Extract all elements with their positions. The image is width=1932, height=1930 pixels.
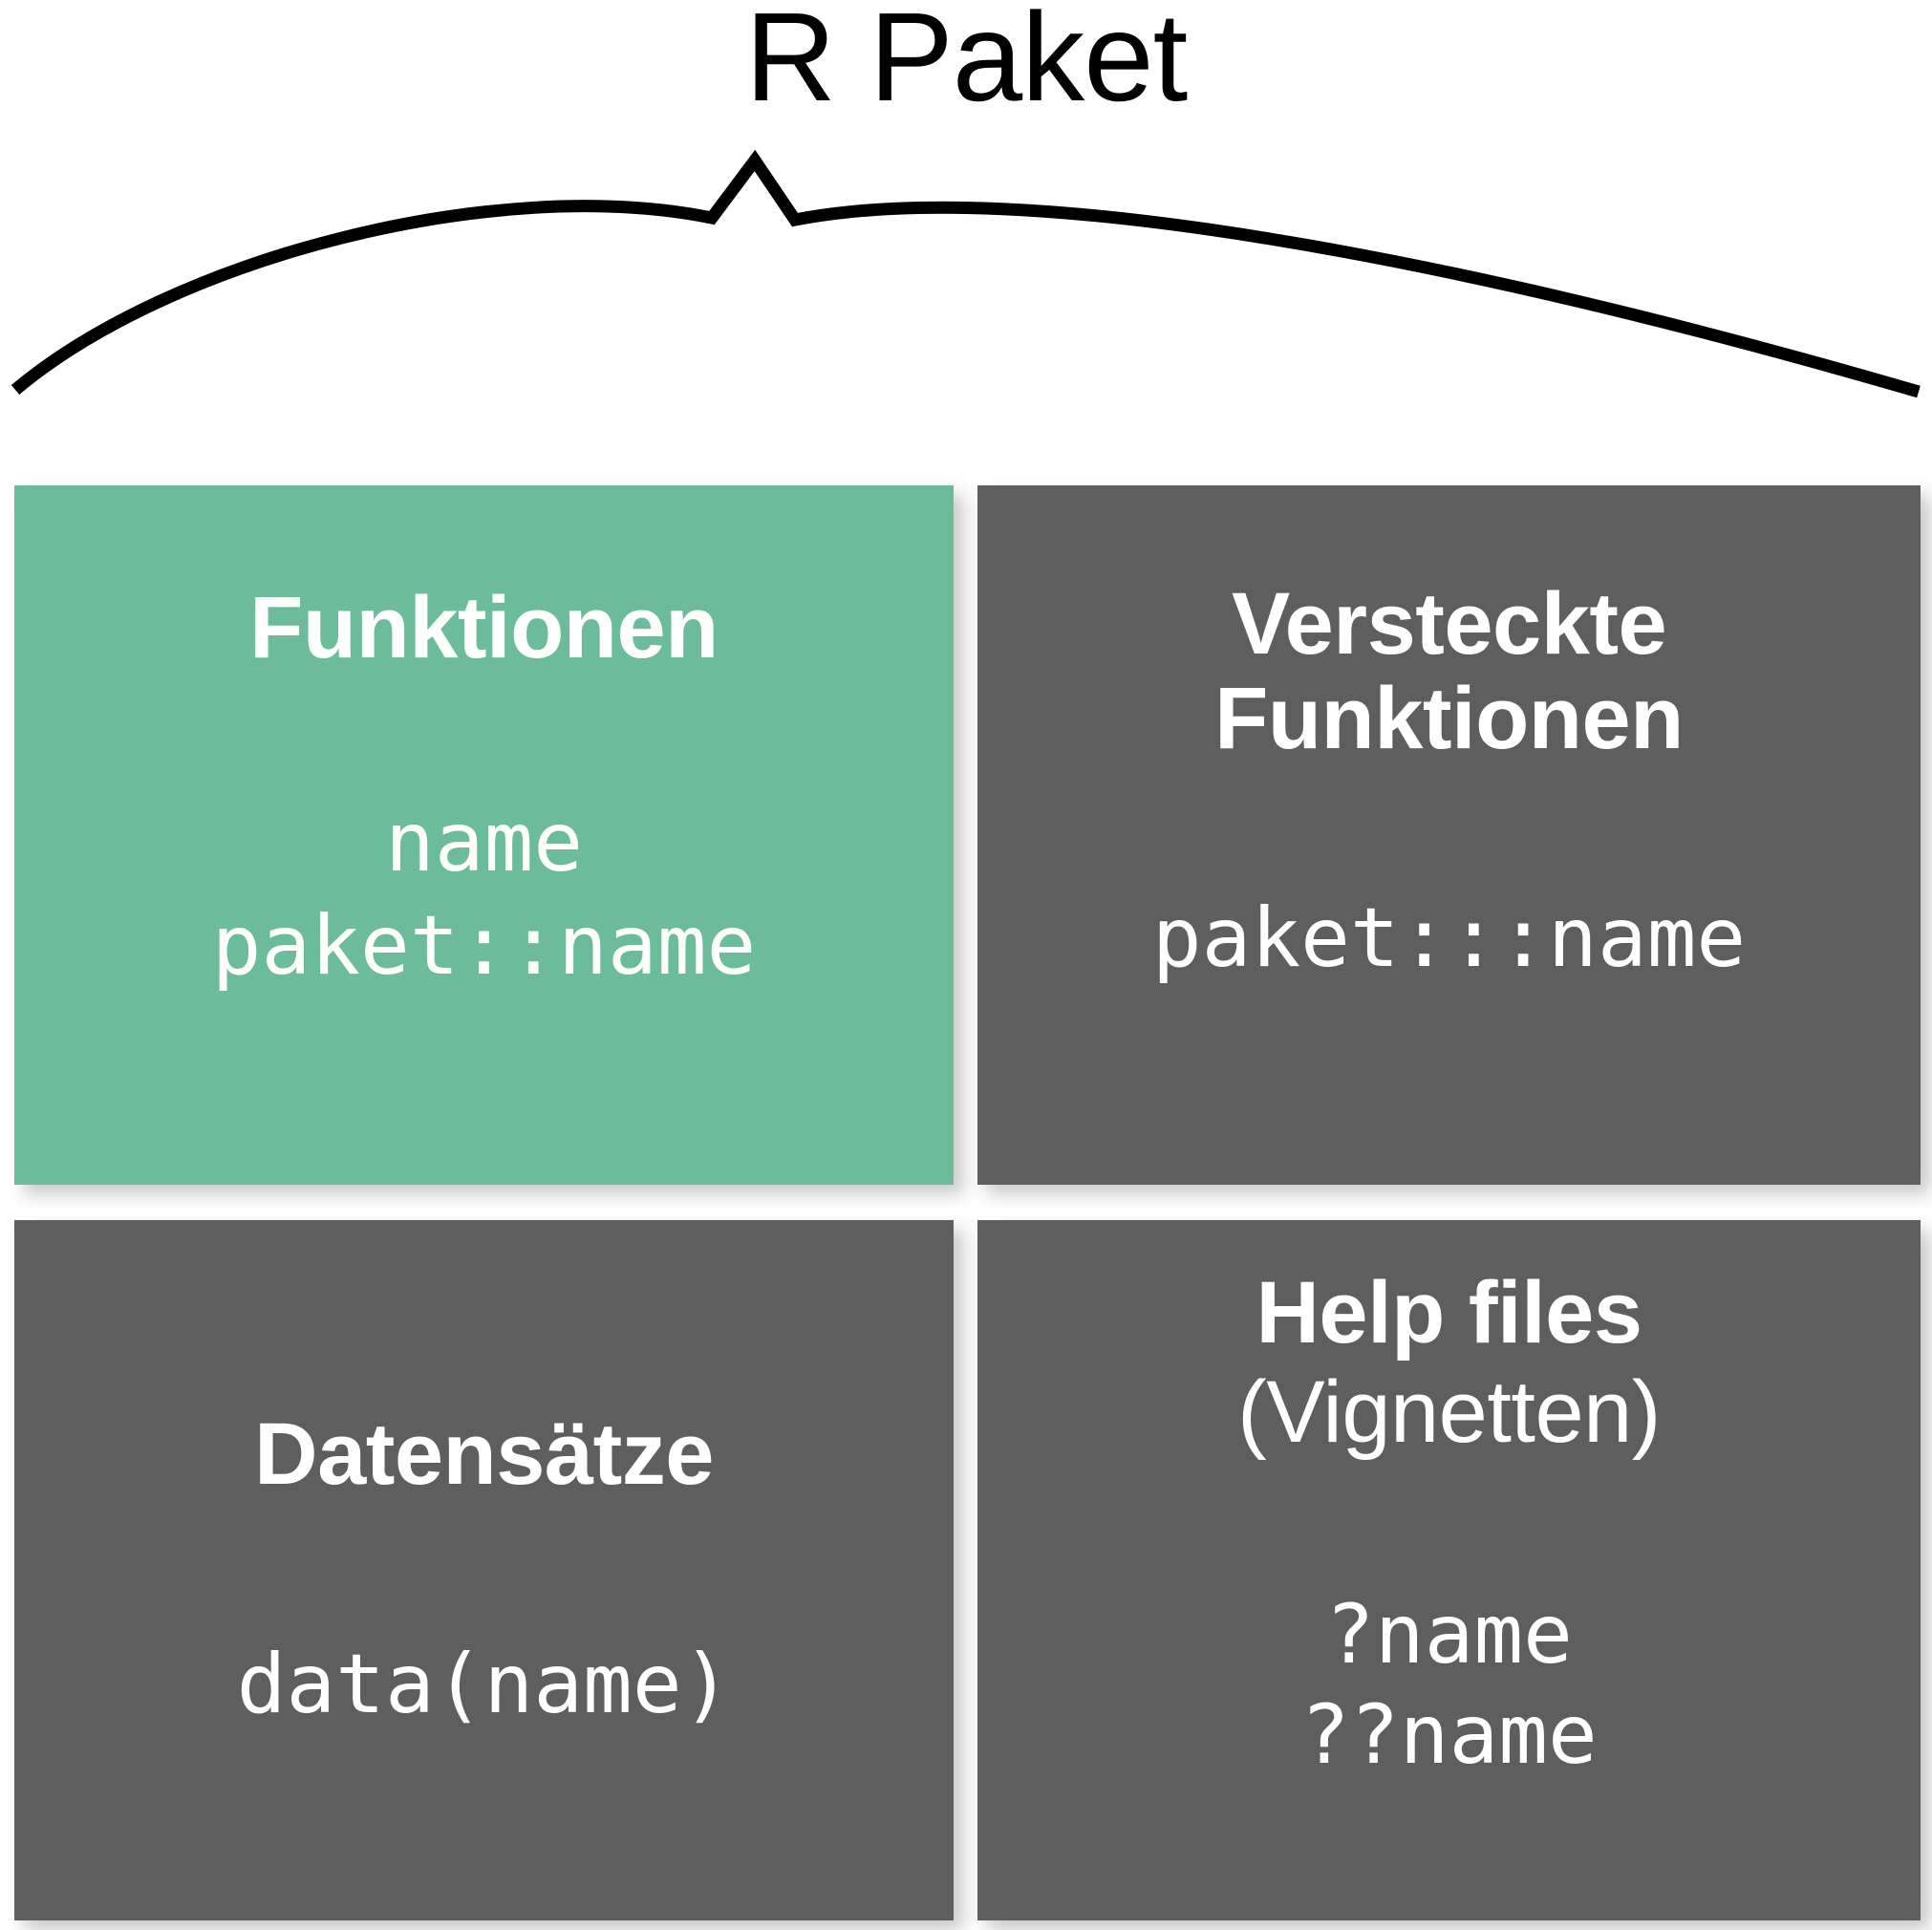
box-datensaetze-heading: Datensätze — [254, 1405, 714, 1503]
box-help-files-code: ?name ??name — [1300, 1587, 1598, 1783]
box-datensaetze-code: data(name) — [236, 1637, 732, 1732]
box-funktionen-heading: Funktionen — [249, 579, 719, 676]
curly-brace-icon — [11, 149, 1921, 398]
box-funktionen[interactable]: Funktionen name paket::name — [14, 485, 954, 1185]
box-versteckte-funktionen[interactable]: Versteckte Funktionen paket:::name — [977, 485, 1921, 1185]
box-versteckte-funktionen-heading: Versteckte Funktionen — [1214, 575, 1684, 768]
box-versteckte-funktionen-code: paket:::name — [1151, 890, 1747, 986]
brace-path — [11, 149, 1921, 398]
box-datensaetze[interactable]: Datensätze data(name) — [14, 1220, 954, 1920]
box-funktionen-code: name paket::name — [211, 795, 757, 995]
box-help-files-heading: Help files — [1256, 1264, 1642, 1362]
page-title: R Paket — [744, 0, 1189, 127]
box-help-files[interactable]: Help files (Vignetten) ?name ??name — [977, 1220, 1921, 1920]
box-help-files-subheading: (Vignetten) — [1237, 1363, 1661, 1461]
